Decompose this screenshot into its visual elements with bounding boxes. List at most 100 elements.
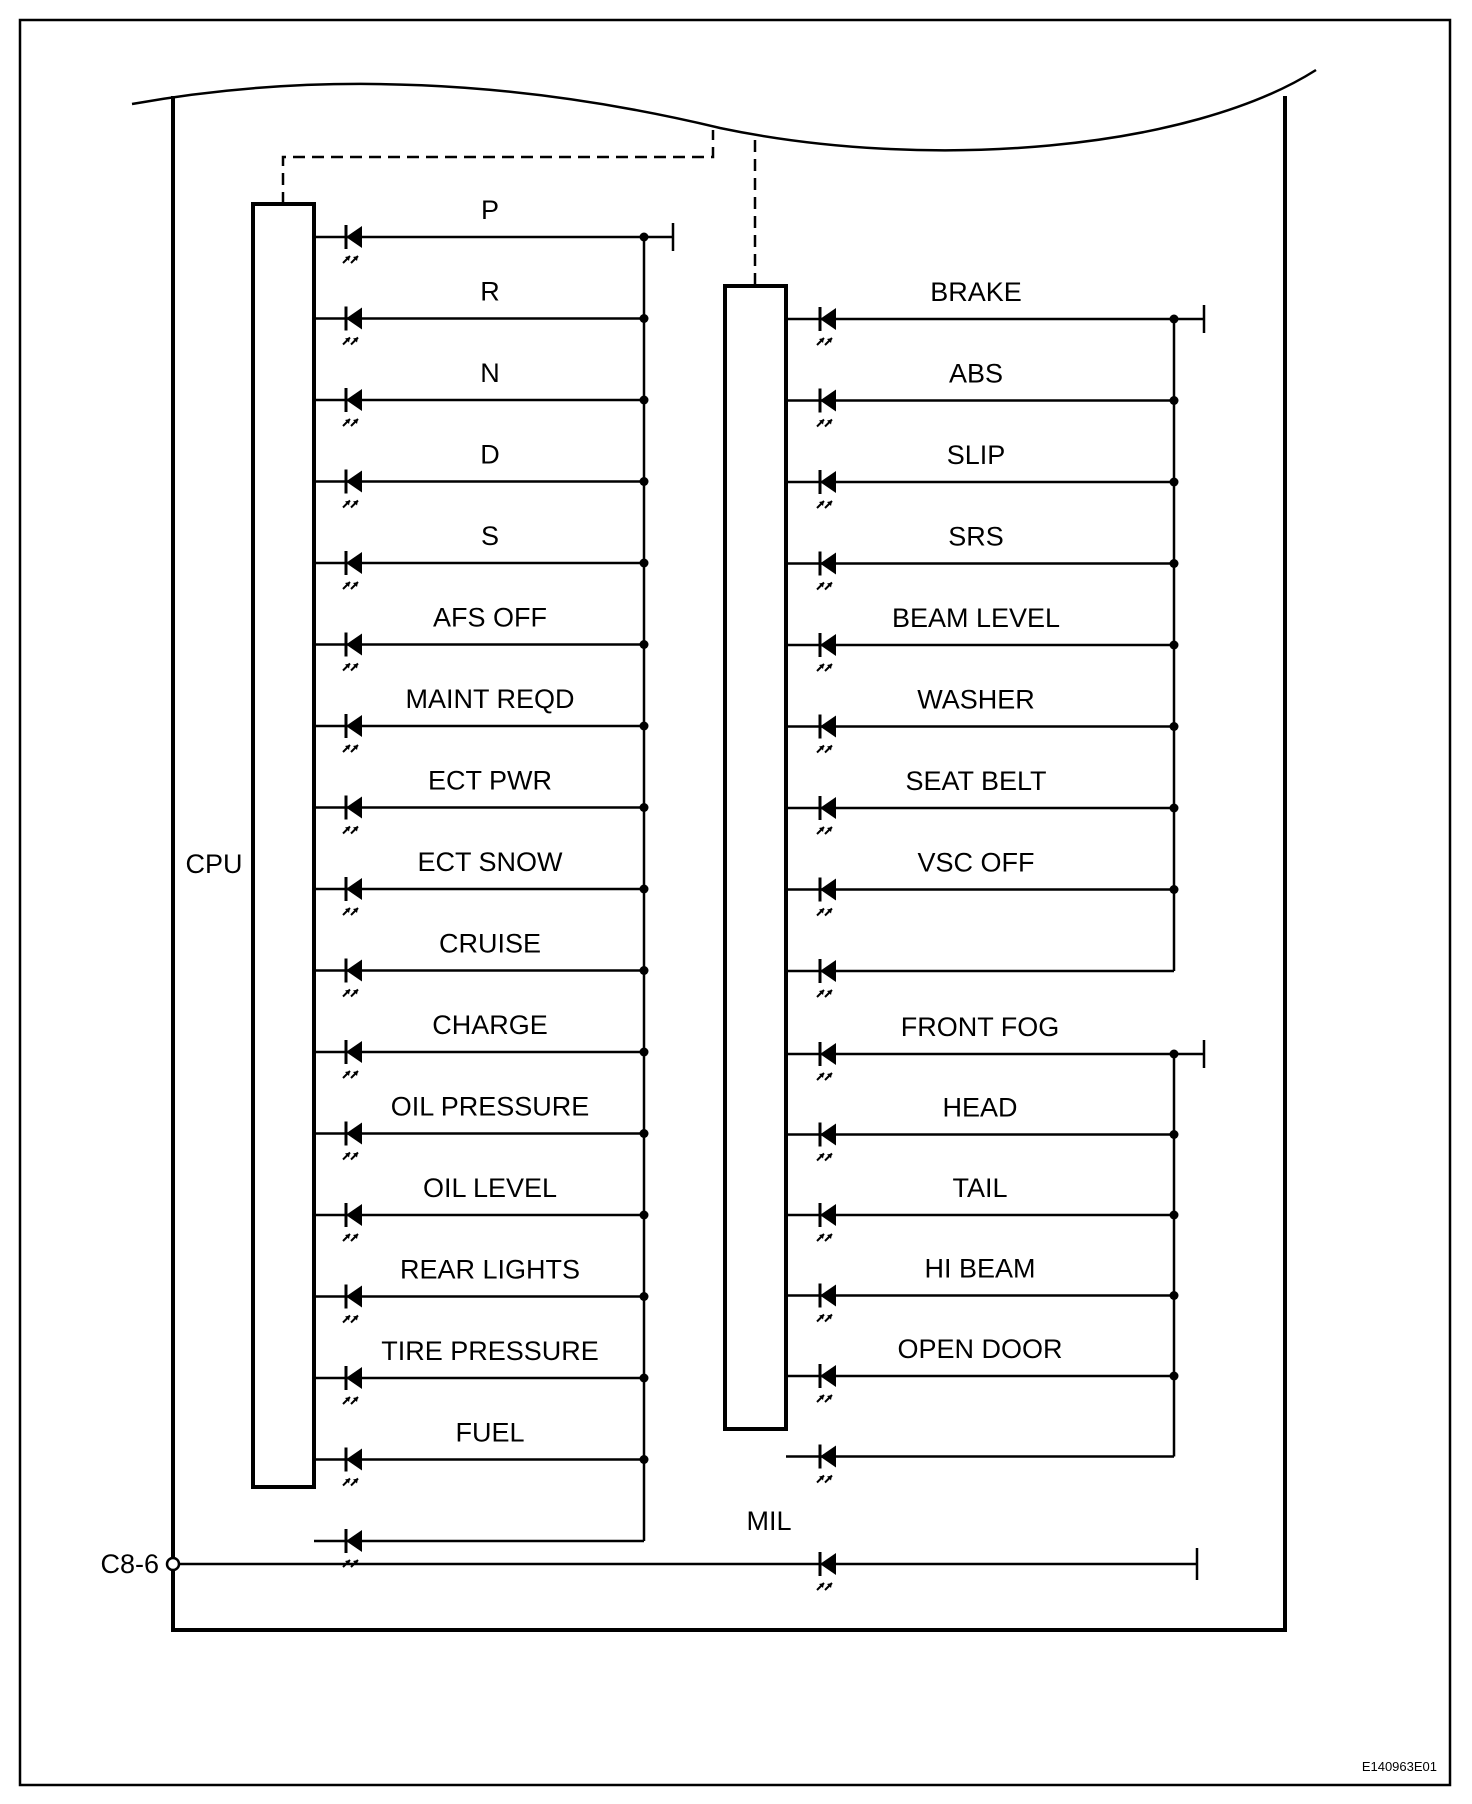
led-icon [342, 632, 362, 672]
led-icon [342, 1203, 362, 1242]
junction-dot [1169, 803, 1179, 813]
connector-label: C8-6 [100, 1549, 159, 1579]
indicator-label: REAR LIGHTS [400, 1255, 580, 1285]
led-icon [816, 388, 836, 428]
junction-dot [1169, 1049, 1179, 1059]
indicator-label: D [480, 440, 500, 470]
led-icon [342, 714, 362, 753]
junction-dot [639, 395, 649, 405]
indicator-label: VSC OFF [917, 848, 1034, 878]
cpu-block-right [723, 284, 788, 1431]
led-icon [816, 1444, 836, 1484]
indicator-label: TIRE PRESSURE [381, 1336, 599, 1366]
junction-dot [639, 1047, 649, 1057]
led-icon [816, 1122, 836, 1162]
indicator-label: MAINT REQD [405, 684, 574, 714]
junction-dot [639, 1292, 649, 1301]
junction-dot [639, 314, 649, 323]
led-icon [816, 1552, 836, 1591]
led-icon [816, 470, 836, 509]
indicator-label: N [480, 358, 500, 388]
junction-dot [639, 1129, 649, 1138]
junction-dot [1169, 559, 1179, 568]
junction-dot [1169, 1210, 1179, 1220]
junction-dot [639, 884, 649, 894]
cpu-label: CPU [185, 849, 242, 879]
led-icon [816, 633, 836, 672]
led-icon [342, 1040, 362, 1079]
bus-terminal-tick [1174, 1040, 1206, 1068]
led-icon [816, 1042, 836, 1081]
led-icon [342, 958, 362, 998]
figure-code: E140963E01 [1362, 1759, 1437, 1774]
indicator-label: HEAD [942, 1093, 1017, 1123]
outer-frame [18, 18, 1452, 1787]
junction-dot [639, 1455, 649, 1464]
led-icon [342, 1529, 362, 1568]
bus-terminal-tick [1174, 305, 1206, 333]
junction-dot [1169, 314, 1179, 324]
cpu-block-left [251, 202, 316, 1489]
housing-broken-edge [131, 68, 1317, 152]
led-icon [816, 877, 836, 917]
connector-terminal [165, 1556, 181, 1572]
indicator-label: SLIP [947, 440, 1006, 470]
led-icon [816, 551, 836, 591]
junction-dot [1169, 1130, 1179, 1139]
led-icon [342, 1366, 362, 1405]
led-icon [342, 1284, 362, 1324]
indicator-label: SRS [948, 522, 1004, 552]
junction-dot [1169, 396, 1179, 405]
indicator-label: AFS OFF [433, 603, 547, 633]
led-icon [816, 959, 836, 998]
led-icon [342, 388, 362, 427]
indicator-label: WASHER [917, 685, 1035, 715]
led-icon [342, 551, 362, 590]
indicator-label: S [481, 521, 499, 551]
led-icon [816, 714, 836, 754]
junction-dot [1169, 640, 1179, 650]
junction-dot [1169, 477, 1179, 487]
led-icon [816, 1283, 836, 1323]
led-icon [816, 307, 836, 346]
indicator-label: R [480, 277, 500, 307]
indicator-label: OPEN DOOR [897, 1334, 1062, 1364]
led-icon [342, 877, 362, 916]
cpu-dashed-link-left [281, 130, 715, 204]
indicator-label: BRAKE [930, 277, 1022, 307]
led-icon [342, 1121, 362, 1161]
indicator-label: HI BEAM [924, 1254, 1035, 1284]
junction-dot [639, 232, 649, 242]
junction-dot [639, 640, 649, 649]
led-icon [342, 306, 362, 346]
indicator-label: ECT SNOW [417, 847, 563, 877]
indicator-label: BEAM LEVEL [892, 603, 1060, 633]
right-lower-indicator-group: FRONT FOG HEAD TAIL HI BEAM OPEN DOOR [786, 1012, 1206, 1484]
indicator-label: TAIL [952, 1173, 1007, 1203]
junction-dot [639, 803, 649, 812]
indicator-label: FUEL [455, 1418, 524, 1448]
led-icon [342, 795, 362, 835]
junction-dot [1169, 885, 1179, 894]
junction-dot [639, 1373, 649, 1383]
indicator-label: FRONT FOG [901, 1012, 1060, 1042]
led-icon [342, 1447, 362, 1487]
junction-dot [639, 1210, 649, 1220]
junction-dot [1169, 1371, 1179, 1381]
mil-label: MIL [746, 1506, 791, 1536]
led-icon [816, 1364, 836, 1403]
indicator-label: OIL LEVEL [423, 1173, 557, 1203]
led-icon [816, 1203, 836, 1242]
junction-dot [639, 558, 649, 568]
indicator-label: CHARGE [432, 1010, 548, 1040]
led-icon [816, 796, 836, 835]
junction-dot [1169, 722, 1179, 731]
junction-dot [639, 966, 649, 975]
indicator-label: P [481, 195, 499, 225]
indicator-label: OIL PRESSURE [391, 1092, 590, 1122]
bus-terminal-tick [644, 223, 675, 251]
mil-indicator-group: MIL C8-6 [100, 1506, 1199, 1591]
